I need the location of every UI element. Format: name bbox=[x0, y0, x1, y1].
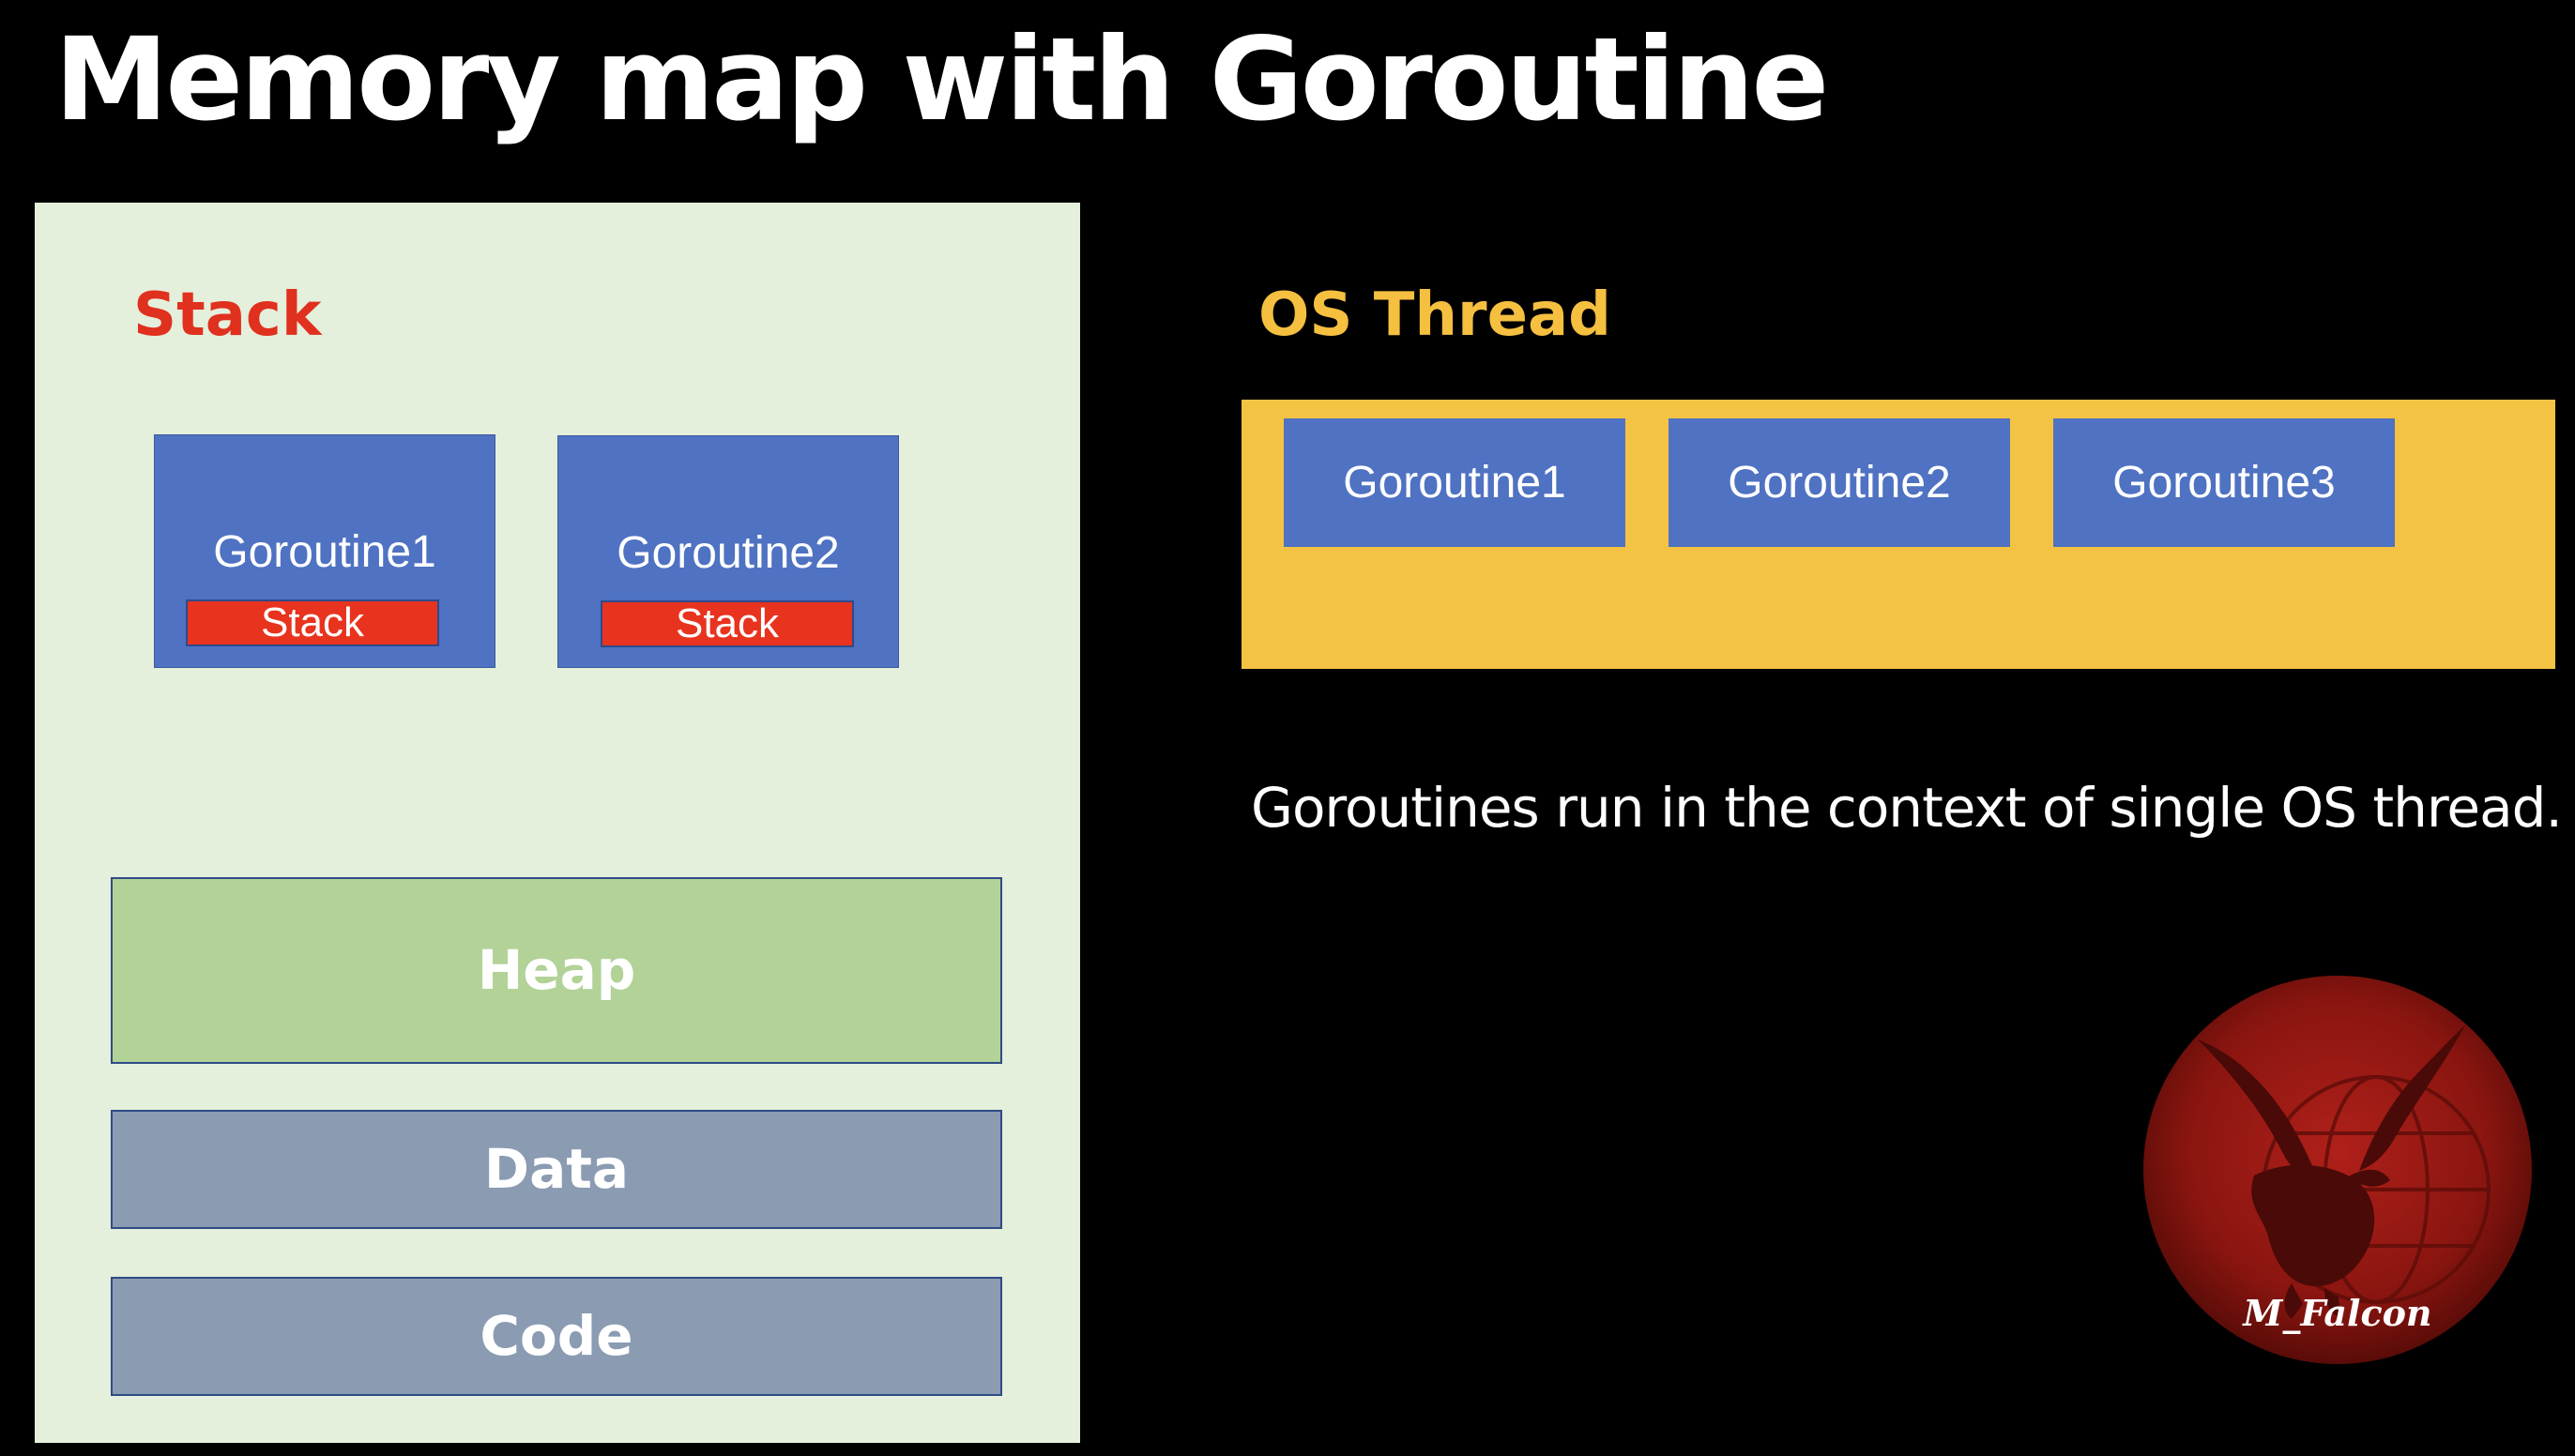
code-segment: Code bbox=[111, 1277, 1002, 1396]
memory-goroutine1-stack: Stack bbox=[186, 599, 439, 646]
os-thread-label: OS Thread bbox=[1258, 281, 1611, 350]
data-segment: Data bbox=[111, 1110, 1002, 1229]
os-thread-goroutine2: Goroutine2 bbox=[1668, 418, 2010, 547]
page-title: Memory map with Goroutine bbox=[54, 13, 1829, 146]
logo-text: M_Falcon bbox=[2241, 1292, 2431, 1334]
os-thread-bar: Goroutine1 Goroutine2 Goroutine3 bbox=[1242, 400, 2555, 669]
stack-label: Stack bbox=[133, 281, 322, 350]
os-thread-goroutine1: Goroutine1 bbox=[1284, 418, 1625, 547]
memory-map-panel: Stack Goroutine1 Stack Goroutine2 Stack … bbox=[35, 203, 1080, 1443]
memory-goroutine2-box: Goroutine2 Stack bbox=[557, 435, 899, 668]
eagle-globe-icon: M_Falcon bbox=[2143, 976, 2532, 1364]
memory-goroutine1-label: Goroutine1 bbox=[213, 527, 436, 577]
memory-goroutine2-stack: Stack bbox=[601, 600, 854, 647]
memory-goroutine1-box: Goroutine1 Stack bbox=[154, 434, 495, 668]
os-thread-goroutine3: Goroutine3 bbox=[2053, 418, 2395, 547]
heap-segment: Heap bbox=[111, 877, 1002, 1064]
explanation-note: Goroutines run in the context of single … bbox=[1251, 776, 2563, 840]
memory-goroutine2-label: Goroutine2 bbox=[617, 528, 840, 578]
